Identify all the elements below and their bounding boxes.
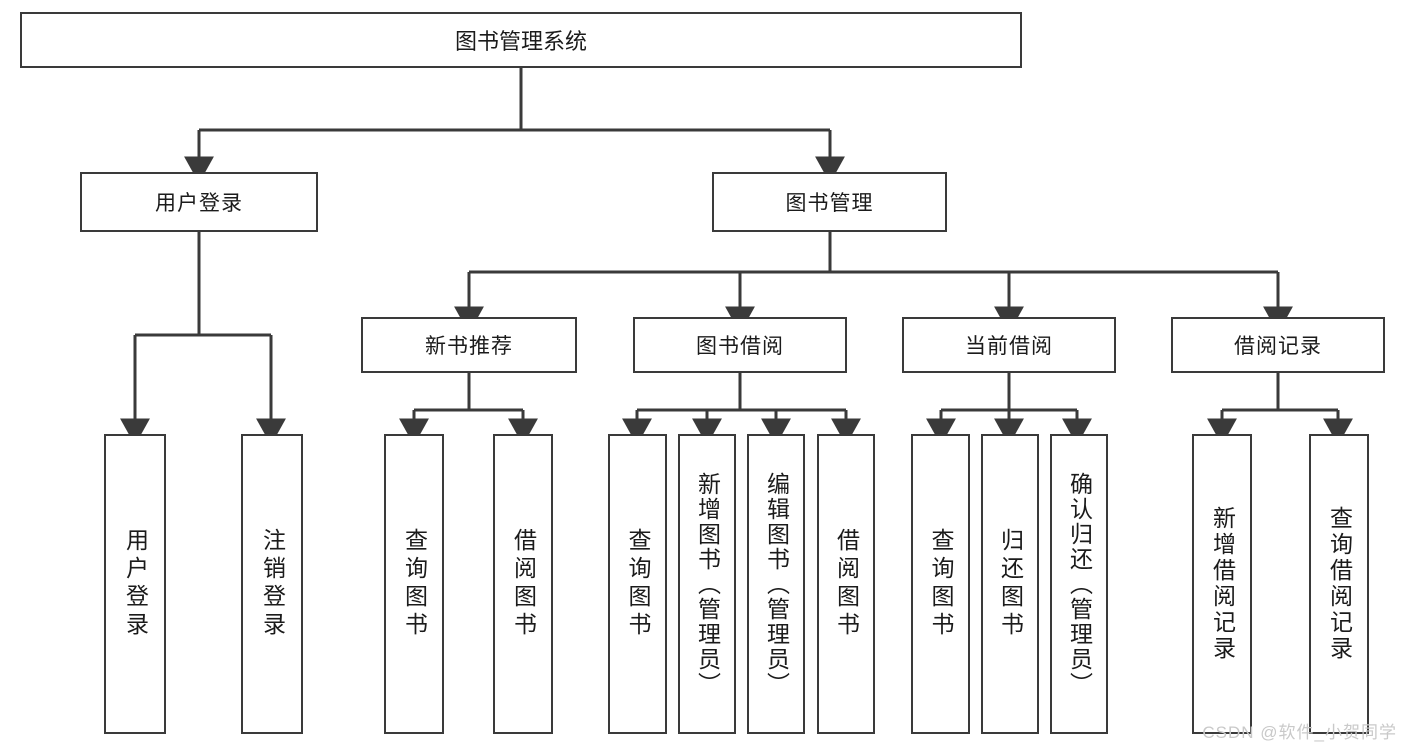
node-label: 借阅图书 bbox=[833, 528, 860, 640]
leaf-query-book-current[interactable]: 查询图书 bbox=[911, 434, 970, 734]
node-label: 查询图书 bbox=[401, 528, 428, 640]
leaf-borrow-book-recommend[interactable]: 借阅图书 bbox=[493, 434, 553, 734]
node-label: 查询图书 bbox=[928, 528, 954, 640]
node-label: 借阅记录 bbox=[1234, 335, 1322, 358]
node-label: 确认归还（管理员） bbox=[1066, 471, 1093, 697]
node-label: 用户登录 bbox=[155, 192, 243, 215]
leaf-edit-book-admin[interactable]: 编辑图书（管理员） bbox=[747, 434, 805, 734]
leaf-query-book-recommend[interactable]: 查询图书 bbox=[384, 434, 444, 734]
node-borrow-record[interactable]: 借阅记录 bbox=[1171, 317, 1385, 373]
node-label: 新增图书（管理员） bbox=[694, 471, 721, 697]
leaf-query-book[interactable]: 查询图书 bbox=[608, 434, 667, 734]
node-label: 注销登录 bbox=[259, 528, 286, 640]
node-label: 当前借阅 bbox=[965, 335, 1053, 358]
node-label: 新书推荐 bbox=[425, 335, 513, 358]
node-user-login[interactable]: 用户登录 bbox=[80, 172, 318, 232]
node-new-book-recommend[interactable]: 新书推荐 bbox=[361, 317, 577, 373]
node-label: 新增借阅记录 bbox=[1209, 506, 1236, 662]
node-label: 图书管理系统 bbox=[454, 29, 587, 54]
leaf-user-logout[interactable]: 注销登录 bbox=[241, 434, 303, 734]
node-book-management[interactable]: 图书管理 bbox=[712, 172, 947, 232]
node-label: 编辑图书（管理员） bbox=[763, 471, 790, 697]
node-current-borrow[interactable]: 当前借阅 bbox=[902, 317, 1116, 373]
leaf-return-book[interactable]: 归还图书 bbox=[981, 434, 1039, 734]
node-label: 归还图书 bbox=[997, 528, 1024, 640]
node-label: 借阅图书 bbox=[510, 528, 537, 640]
node-label: 查询借阅记录 bbox=[1326, 506, 1353, 662]
leaf-query-borrow-record[interactable]: 查询借阅记录 bbox=[1309, 434, 1369, 734]
leaf-user-login[interactable]: 用户登录 bbox=[104, 434, 166, 734]
node-root-system[interactable]: 图书管理系统 bbox=[20, 12, 1022, 68]
node-label: 查询图书 bbox=[625, 528, 651, 640]
leaf-add-borrow-record[interactable]: 新增借阅记录 bbox=[1192, 434, 1252, 734]
node-label: 图书管理 bbox=[785, 192, 874, 215]
leaf-confirm-return-admin[interactable]: 确认归还（管理员） bbox=[1050, 434, 1108, 734]
leaf-add-book-admin[interactable]: 新增图书（管理员） bbox=[678, 434, 736, 734]
node-book-borrow[interactable]: 图书借阅 bbox=[633, 317, 847, 373]
node-label: 用户登录 bbox=[122, 528, 149, 640]
leaf-borrow-book[interactable]: 借阅图书 bbox=[817, 434, 875, 734]
node-label: 图书借阅 bbox=[696, 335, 784, 358]
